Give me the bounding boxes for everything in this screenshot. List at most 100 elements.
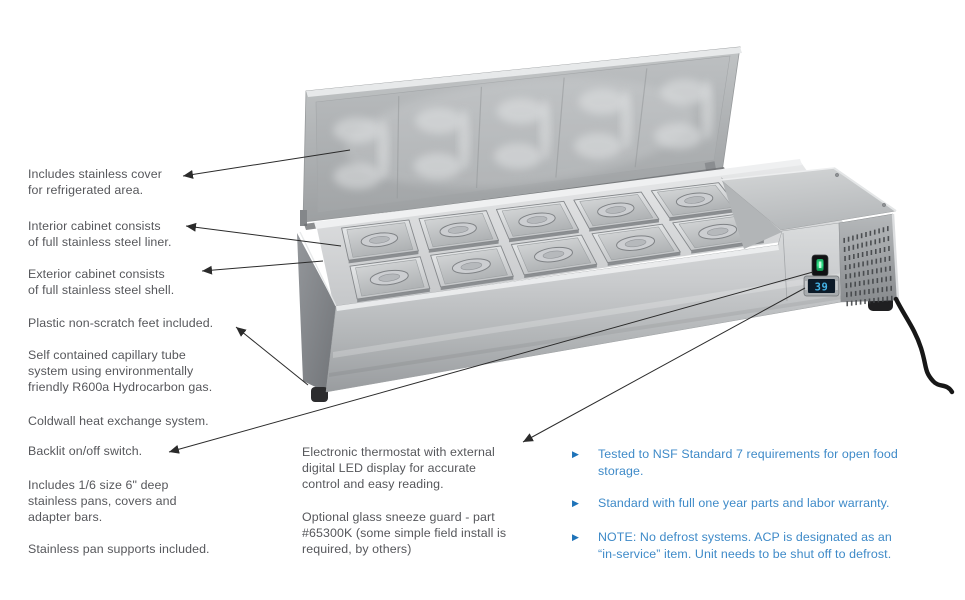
- front-sheen-light: [333, 273, 842, 358]
- display-tab: [835, 281, 838, 290]
- lid-streak: [378, 118, 389, 179]
- pan-handle-inner: [447, 226, 469, 234]
- pan: [510, 234, 598, 276]
- pan-handle-inner: [542, 250, 565, 259]
- foot-left: [311, 387, 328, 402]
- pan: [650, 182, 740, 219]
- lid-hinge-left: [300, 210, 307, 226]
- power-cord: [893, 296, 955, 395]
- callout-arrows: [168, 149, 814, 454]
- pan-handle-inner: [605, 206, 627, 214]
- bullet-nsf: ▶ Tested to NSF Standard 7 requirements …: [570, 446, 942, 480]
- callout-arrow-feet: [235, 326, 309, 386]
- pan-handle-inner: [684, 196, 705, 204]
- pan-handle-inner: [624, 239, 647, 248]
- lid-seam: [634, 68, 648, 168]
- front-sheen-dark: [329, 295, 843, 377]
- pan-front-edge: [357, 288, 430, 303]
- pan: [430, 245, 514, 288]
- lid-streak: [702, 79, 713, 140]
- left-end-panel: [297, 233, 336, 392]
- pan: [573, 191, 660, 229]
- lid-reflection: [496, 98, 545, 125]
- screw: [882, 203, 886, 207]
- pan-front-edge: [428, 240, 499, 253]
- temperature-display: 39: [803, 275, 840, 297]
- callout-feet: Plastic non-scratch feet included.: [28, 316, 214, 330]
- pan-front-edge: [607, 252, 681, 266]
- display-digits: 39: [815, 282, 829, 294]
- lid-reflection: [578, 88, 627, 115]
- screw: [835, 173, 839, 177]
- callout-stainless-cover: Includes stainless cover for refrigerate…: [28, 167, 162, 197]
- bullet-text-nsf: Tested to NSF Standard 7 requirements fo…: [598, 447, 898, 478]
- pan-handle-inner: [526, 216, 548, 224]
- pan: [495, 200, 580, 240]
- lid-top-edge: [306, 47, 742, 97]
- callout-sneeze-guard: Optional glass sneeze guard - part #6530…: [302, 510, 507, 556]
- left-rim-edge: [299, 231, 337, 307]
- lid-reflection: [660, 78, 709, 105]
- compressor-seam: [782, 232, 788, 302]
- callout-arrow-thermostat: [522, 287, 806, 443]
- power-switch: [811, 254, 829, 277]
- pan-front-edge: [524, 264, 597, 278]
- callout-arrow-interior: [185, 222, 342, 247]
- bullet-text-warranty: Standard with full one year parts and la…: [598, 496, 890, 510]
- callout-arrow-switch: [168, 271, 814, 454]
- callout-capillary-system: Self contained capillary tube system usi…: [28, 348, 213, 394]
- bullet-text-defrost: NOTE: No defrost systems. ACP is designa…: [598, 530, 892, 561]
- lid-seam: [475, 86, 483, 189]
- lid-streak: [459, 109, 470, 170]
- pan-front-edge: [589, 219, 659, 232]
- lid-seam: [396, 96, 400, 199]
- lid-reflection: [493, 143, 542, 170]
- lid-streak: [621, 89, 632, 150]
- bullet-defrost-note: ▶ NOTE: No defrost systems. ACP is desig…: [570, 529, 942, 563]
- pan: [418, 210, 500, 251]
- pan-front-edge: [669, 208, 740, 222]
- pan-front-edge: [348, 250, 419, 264]
- callout-pans-included: Includes 1/6 size 6" deep stainless pans…: [28, 478, 177, 524]
- compressor-bevel: [721, 177, 782, 249]
- deck-back-rim: [314, 159, 802, 229]
- lid-reflection: [413, 153, 462, 180]
- ventilation-grille: [843, 226, 893, 307]
- display-tab: [805, 281, 808, 290]
- lid-streak: [540, 99, 551, 160]
- bullet-triangle-icon: ▶: [572, 532, 579, 542]
- callout-arrow-exterior: [201, 260, 324, 275]
- bullet-warranty: ▶ Standard with full one year parts and …: [570, 495, 942, 512]
- pan-handle-inner: [378, 273, 401, 282]
- bullet-triangle-icon: ▶: [572, 498, 579, 508]
- pan-front-edge: [440, 276, 514, 291]
- callout-interior-cabinet: Interior cabinet consists of full stainl…: [28, 219, 172, 249]
- lid-seam: [555, 77, 565, 178]
- pan: [341, 219, 419, 261]
- callout-thermostat: Electronic thermostat with external digi…: [302, 445, 495, 491]
- callout-arrow-cover: [182, 149, 351, 179]
- callout-exterior-cabinet: Exterior cabinet consists of full stainl…: [28, 267, 175, 297]
- lid-reflection: [333, 117, 382, 144]
- lid-reflection: [574, 132, 623, 159]
- lid: [300, 46, 742, 226]
- pan-front-edge: [509, 229, 579, 243]
- pan: [591, 223, 681, 264]
- pan-handle-inner: [369, 235, 390, 244]
- pan-handle-inner: [706, 227, 729, 236]
- power-switch-core: [818, 261, 822, 268]
- pan: [349, 256, 431, 300]
- lid-reflection: [654, 122, 703, 149]
- front-top-strip: [336, 245, 779, 311]
- lid-reflections: [333, 68, 713, 199]
- compressor-top-edge: [720, 167, 835, 181]
- pan-handle-inner: [460, 262, 483, 271]
- cabinet: 39: [297, 159, 955, 402]
- display-screen: [808, 279, 835, 293]
- callout-coldwall: Coldwall heat exchange system.: [28, 414, 209, 428]
- callout-pan-supports: Stainless pan supports included.: [28, 542, 210, 556]
- lid-reflection: [333, 163, 382, 190]
- compressor-corner-trim: [833, 167, 897, 212]
